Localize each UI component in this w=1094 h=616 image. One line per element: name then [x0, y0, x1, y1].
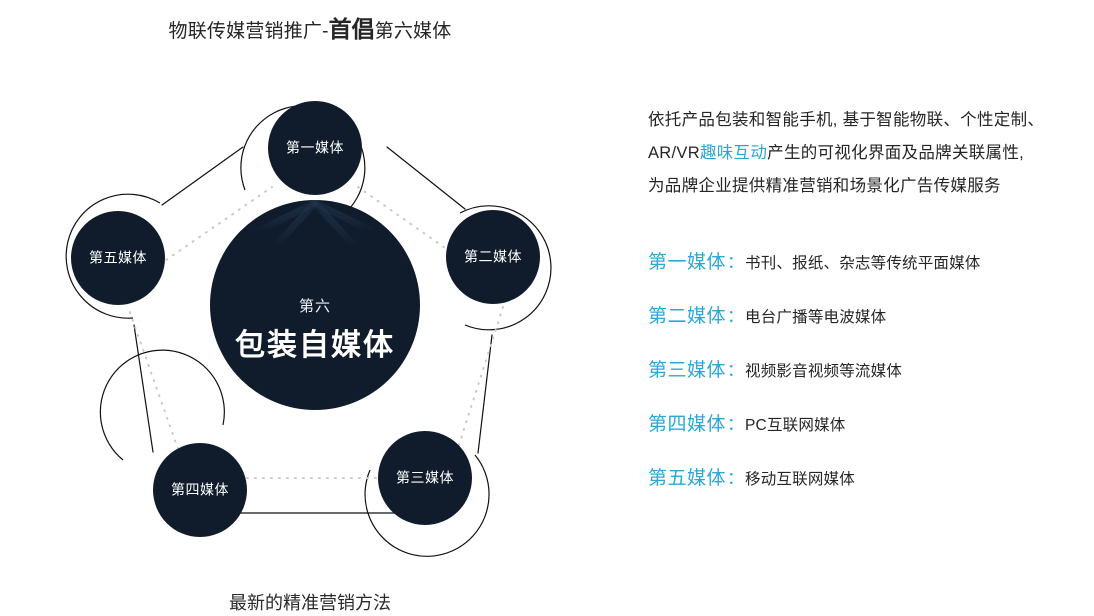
node-4[interactable]: 第四媒体: [153, 443, 247, 537]
media-item-1-key: 第一媒体: [648, 252, 727, 273]
dotted-4-5: [127, 306, 179, 450]
dotted-5-1: [139, 186, 273, 279]
node-2-circle: [446, 210, 540, 304]
node-3-label: 第三媒体: [396, 470, 454, 486]
inner-dotted-pentagon: [127, 186, 504, 479]
title-prefix: 物联传媒营销推广-: [168, 21, 329, 42]
center-starburst-icon: [234, 200, 396, 297]
media-item-1-value: 书刊、报纸、杂志等传统平面媒体: [745, 255, 981, 272]
center-sub-label: 第六: [299, 297, 331, 315]
media-list-item: 第四媒体 ： PC互联网媒体: [648, 409, 1078, 463]
media-item-4-value: PC互联网媒体: [745, 417, 846, 434]
edge-5-1: [161, 146, 244, 206]
media-item-5-key: 第五媒体: [648, 468, 727, 489]
media-list: 第一媒体 ： 书刊、报纸、杂志等传统平面媒体 第二媒体 ： 电台广播等电波媒体 …: [648, 247, 1078, 517]
node-1[interactable]: 第一媒体: [268, 101, 362, 195]
media-list-item: 第五媒体 ： 移动互联网媒体: [648, 463, 1078, 517]
node-5[interactable]: 第五媒体: [71, 211, 165, 305]
media-item-5-value: 移动互联网媒体: [745, 471, 855, 488]
edge-4-5: [133, 324, 154, 453]
media-item-5-colon: ：: [727, 469, 745, 488]
right-column: 依托产品包装和智能手机, 基于智能物联、个性定制、 AR/VR趣味互动产生的可视…: [648, 104, 1078, 517]
node-5-label: 第五媒体: [89, 250, 147, 266]
outer-arc-3: [364, 454, 490, 557]
center-main-label: 包装自媒体: [235, 328, 395, 362]
outer-arc-5: [65, 193, 161, 319]
bottom-caption: 最新的精准营销方法: [229, 593, 391, 613]
page-title: 物联传媒营销推广-首倡第六媒体: [0, 10, 620, 44]
center-circle: [210, 200, 420, 410]
media-item-4-key: 第四媒体: [648, 414, 727, 435]
node-1-label: 第一媒体: [286, 140, 344, 156]
media-list-item: 第三媒体 ： 视频影音视频等流媒体: [648, 355, 1078, 409]
node-2[interactable]: 第二媒体: [446, 210, 540, 304]
node-4-label: 第四媒体: [171, 482, 229, 498]
media-item-4-colon: ：: [727, 415, 745, 434]
title-suffix: 第六媒体: [374, 21, 452, 42]
media-item-3-colon: ：: [727, 361, 745, 380]
node-2-label: 第二媒体: [464, 249, 522, 265]
node-3[interactable]: 第三媒体: [378, 431, 472, 525]
dotted-1-2: [357, 186, 489, 279]
node-outer-arcs: [65, 105, 552, 557]
edge-1-2: [386, 146, 466, 210]
intro-line-3: 为品牌企业提供精准营销和场景化广告传媒服务: [648, 177, 1001, 195]
node-4-circle: [153, 443, 247, 537]
media-list-item: 第一媒体 ： 书刊、报纸、杂志等传统平面媒体: [648, 247, 1078, 301]
media-item-3-value: 视频影音视频等流媒体: [745, 363, 903, 380]
intro-paragraph: 依托产品包装和智能手机, 基于智能物联、个性定制、 AR/VR趣味互动产生的可视…: [648, 104, 1078, 203]
intro-line-1: 依托产品包装和智能手机, 基于智能物联、个性定制、: [648, 111, 1045, 129]
node-1-circle: [268, 101, 362, 195]
outer-arc-2: [459, 205, 552, 331]
intro-line-2: AR/VR趣味互动产生的可视化界面及品牌关联属性,: [648, 137, 1078, 170]
media-item-2-colon: ：: [727, 307, 745, 326]
node-3-circle: [378, 431, 472, 525]
pentagon-diagram: 第六 包装自媒体 第一媒体 第二媒体 第三媒体 第四媒体: [10, 35, 620, 585]
media-item-2-key: 第二媒体: [648, 306, 727, 327]
intro-line-2-a: AR/VR: [648, 144, 700, 162]
media-item-3-key: 第三媒体: [648, 360, 727, 381]
media-item-1-colon: ：: [727, 253, 745, 272]
outer-arc-4: [99, 349, 225, 461]
edge-2-3: [477, 334, 493, 454]
intro-line-2-b: 产生的可视化界面及品牌关联属性,: [767, 144, 1025, 162]
dotted-2-3: [457, 306, 504, 449]
media-item-2-value: 电台广播等电波媒体: [745, 309, 887, 326]
media-list-item: 第二媒体 ： 电台广播等电波媒体: [648, 301, 1078, 355]
node-5-circle: [71, 211, 165, 305]
intro-highlight: 趣味互动: [699, 144, 768, 162]
center-node[interactable]: 第六 包装自媒体: [210, 200, 420, 410]
title-strong: 首倡: [328, 16, 375, 42]
